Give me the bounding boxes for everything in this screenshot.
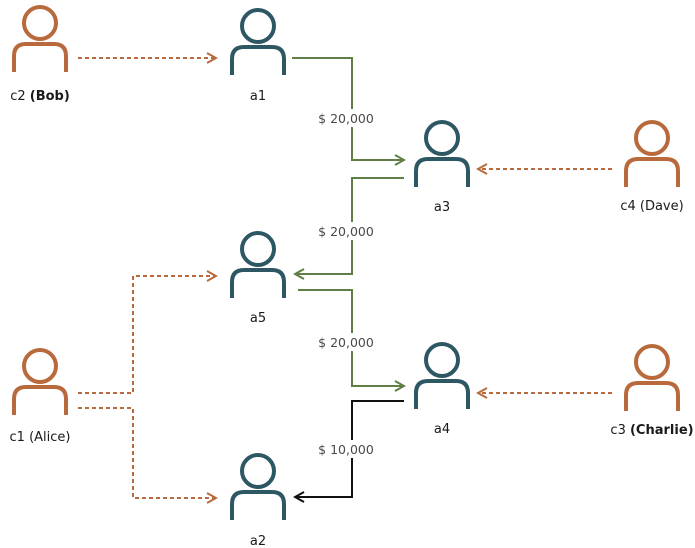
person-icon <box>414 342 470 409</box>
customer-label-c1: c1 (Alice) <box>10 430 71 445</box>
ownership-link-c1-a2 <box>78 407 216 498</box>
account-node-a1: a1 <box>230 8 286 104</box>
account-node-a4: a4 <box>414 342 470 437</box>
transfer-amounts: $ 20,000 $ 20,000 $ 20,000 $ 10,000 <box>314 109 378 458</box>
account-label-a4: a4 <box>434 422 450 437</box>
person-icon <box>12 348 68 415</box>
customer-node-c4: c4 (Dave) <box>620 120 684 214</box>
person-icon <box>230 453 286 520</box>
transfer-amount-a3-a5: $ 20,000 <box>318 224 374 239</box>
person-icon <box>414 120 470 187</box>
customer-label-c3: c3 (Charlie) <box>610 423 693 438</box>
transfer-amount-a4-a2: $ 10,000 <box>318 442 374 457</box>
transfer-amount-a5-a4: $ 20,000 <box>318 335 374 350</box>
person-icon <box>624 344 680 411</box>
account-node-a2: a2 <box>230 453 286 548</box>
ownership-links <box>78 58 612 498</box>
person-icon <box>230 231 286 298</box>
transfer-amount-a1-a3: $ 20,000 <box>318 111 374 126</box>
ownership-link-c1-a5 <box>78 276 216 394</box>
account-label-a3: a3 <box>434 200 450 215</box>
account-node-a3: a3 <box>414 120 470 215</box>
person-icon <box>230 8 286 75</box>
account-label-a2: a2 <box>250 534 266 548</box>
customer-label-c2: c2 (Bob) <box>10 89 70 104</box>
customer-node-c3: c3 (Charlie) <box>610 344 694 438</box>
account-label-a1: a1 <box>250 89 266 104</box>
person-icon <box>12 5 68 72</box>
account-label-a5: a5 <box>250 311 266 326</box>
customer-node-c1: c1 (Alice) <box>10 348 71 445</box>
customer-node-c2: c2 (Bob) <box>10 5 70 104</box>
person-icon <box>624 120 680 187</box>
customer-label-c4: c4 (Dave) <box>620 199 683 214</box>
account-node-a5: a5 <box>230 231 286 326</box>
